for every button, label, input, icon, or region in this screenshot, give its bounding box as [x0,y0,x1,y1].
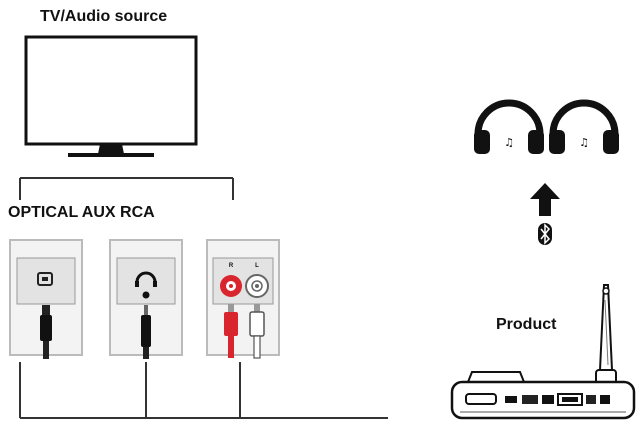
input-bus-lines [19,362,388,419]
svg-text:♫: ♫ [504,136,514,149]
source-title: TV/Audio source [40,8,168,25]
aux-cable [141,305,151,359]
headphones-icon: ♫ [474,99,544,154]
optical-input-panel [9,239,83,359]
rca-red-cable [224,304,238,358]
headphones-icon: ♫ [549,99,619,154]
arrow-up-icon [530,183,560,216]
optical-port-icon [37,272,53,286]
inputs-header: OPTICAL AUX RCA [8,204,155,221]
optical-cable [40,305,52,359]
bluetooth-icon [538,223,552,245]
rca-right-label: R [229,263,234,269]
source-connector-lines [19,177,234,200]
product-device [450,284,636,420]
rca-white-cable [249,304,265,359]
rca-left-label: L [255,263,259,269]
rca-input-panel: R L [206,239,280,359]
rca-white-jack [245,274,269,298]
rca-red-jack [220,275,242,297]
product-label: Product [496,316,557,333]
headphone-jack-icon [135,271,157,299]
aux-input-panel [109,239,183,359]
svg-text:♫: ♫ [579,136,589,149]
tv-icon [24,35,198,157]
